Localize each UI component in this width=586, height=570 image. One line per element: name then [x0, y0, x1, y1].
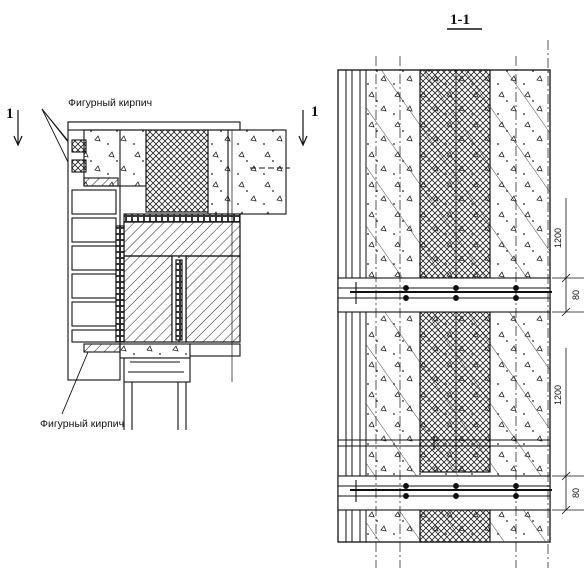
joint-upper: [337, 277, 552, 313]
section-1-1: 1-1: [337, 12, 584, 568]
dimension-lower-joint: 80: [571, 488, 581, 498]
lintel-bead-strip: [123, 213, 241, 223]
joint-lower: [337, 475, 552, 511]
shaped-brick-label-top: Фигурный кирпич: [68, 97, 152, 109]
axis-lines: [375, 40, 549, 568]
parapet-top: [67, 121, 290, 215]
dimension-lower-panel: 1200: [553, 385, 563, 405]
section-mark-left: 1: [6, 106, 23, 147]
section-mark-right: 1: [298, 104, 319, 147]
lintel-block: [115, 221, 241, 343]
joint-middle: [338, 436, 550, 450]
section-title: 1-1: [450, 12, 470, 28]
shaped-brick-label-bottom: Фигурный кирпич: [40, 418, 124, 430]
window-sill: [83, 130, 241, 430]
section-mark-left-number: 1: [6, 106, 14, 122]
dimension-chain: [552, 198, 584, 515]
insulation-blocks: [419, 69, 491, 543]
section-mark-right-number: 1: [311, 104, 319, 120]
dimension-upper-joint: 80: [571, 290, 581, 300]
dimension-upper-panel: 1200: [553, 228, 563, 248]
left-detail: 1 1 Фигурный кирпич: [6, 97, 319, 430]
shaped-brick-leader-bottom: [61, 351, 89, 415]
